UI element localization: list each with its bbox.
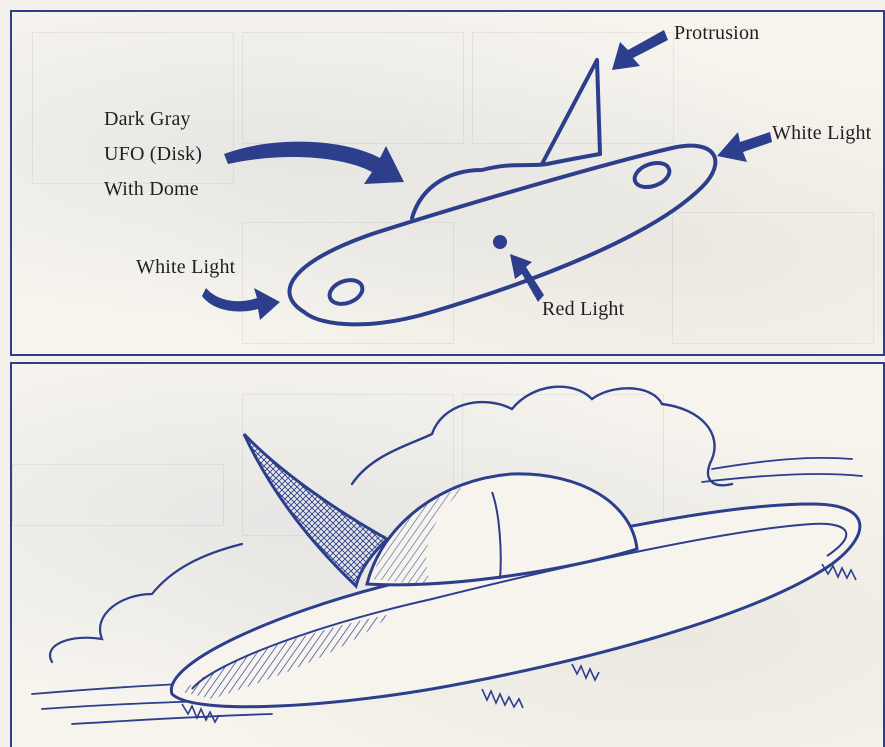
labeled-diagram-panel: Protrusion White Light Dark Gray UFO (Di… [10,10,885,356]
arrow-protrusion [612,30,668,70]
white-light-left-window [326,276,365,308]
ufo-sketch-drawing [12,364,885,747]
dome-outline [412,154,600,218]
arrow-dark-gray [224,142,404,184]
exhaust-fuzz [572,664,599,680]
label-red-light: Red Light [542,298,624,321]
motion-streak [72,714,272,724]
white-light-right-window [631,159,672,192]
label-dark-gray: Dark Gray [104,108,191,131]
smoke-cloud [352,387,732,486]
label-white-light-right: White Light [772,122,871,145]
label-with-dome: With Dome [104,178,199,201]
arrow-white-light-right [717,132,772,162]
motion-streak [702,474,862,482]
protrusion-cone [244,434,387,586]
smoke-wisp-left [50,544,242,662]
label-ufo-disk: UFO (Disk) [104,143,202,166]
ufo-illustration-panel [10,362,885,747]
label-white-light-left: White Light [136,256,235,279]
disk-outline [289,146,715,325]
protrusion-spike [542,60,600,164]
arrow-white-light-left [202,288,280,320]
motion-streak [712,458,852,469]
exhaust-fuzz [482,689,523,708]
label-protrusion: Protrusion [674,22,759,45]
red-light-dot [493,235,507,249]
